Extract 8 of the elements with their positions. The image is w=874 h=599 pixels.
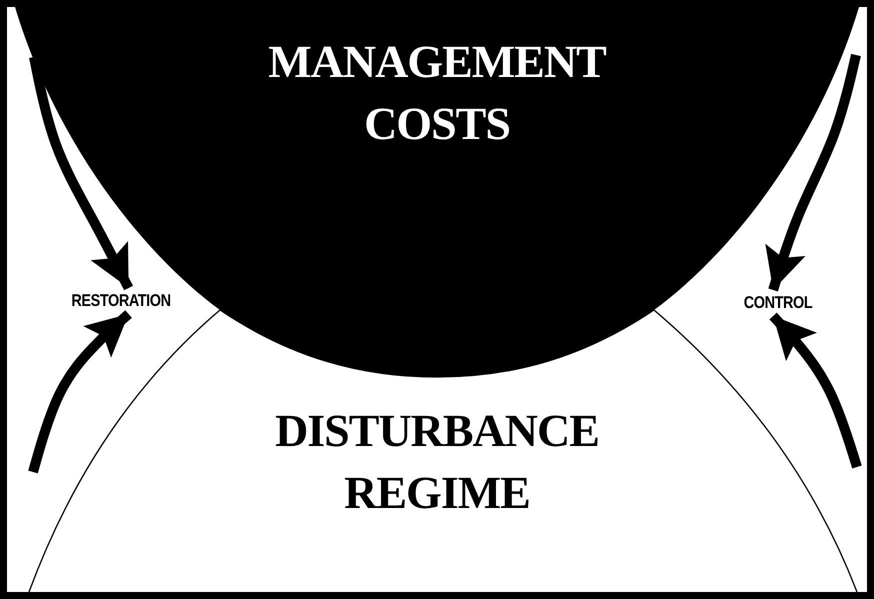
heading-text: MANAGEMENT COSTS xyxy=(267,35,607,151)
process-label: RESTORATION xyxy=(56,290,186,312)
curved-arrow xyxy=(28,310,132,474)
curved-arrow xyxy=(769,312,862,468)
process-label: CONTROL xyxy=(736,292,820,314)
heading-text: DISTURBANCE REGIME xyxy=(274,404,600,520)
curved-arrow xyxy=(29,56,134,290)
curved-arrow xyxy=(765,54,861,292)
